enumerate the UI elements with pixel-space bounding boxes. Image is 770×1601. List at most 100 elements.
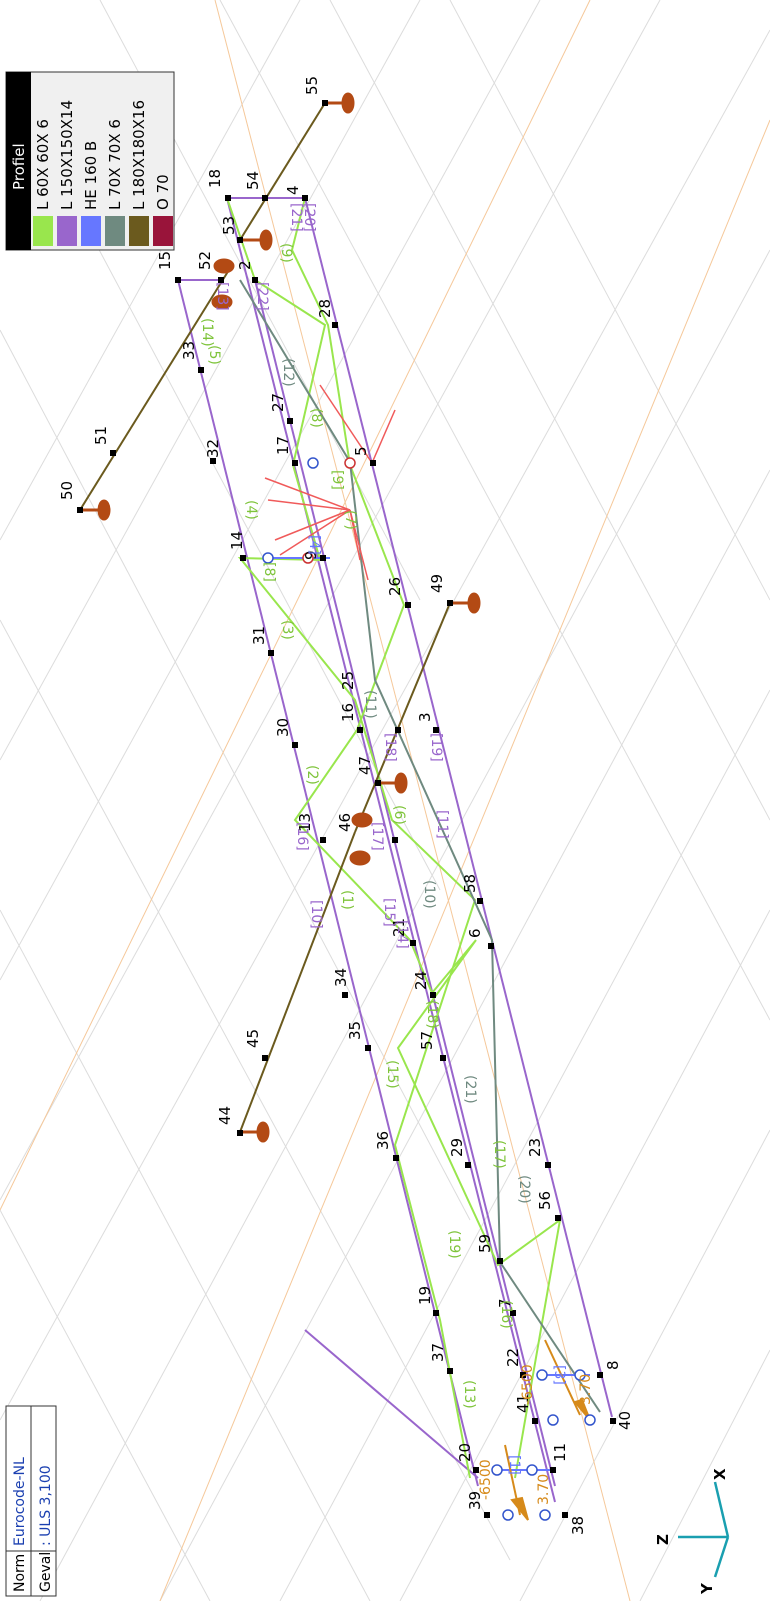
member-label: [22] [254,282,270,311]
node-label: 57 [418,1031,436,1050]
node-label: 52 [196,251,214,270]
node-label: 53 [220,216,238,235]
member-label: (21) [462,1075,478,1104]
node-label: 34 [332,968,350,987]
member-label: 3.70 [536,1474,552,1505]
node-label: 47 [356,756,374,775]
node-label: 27 [269,393,287,412]
member-label: [19] [428,733,444,762]
node-label: 28 [316,299,334,318]
legend-swatch [81,216,101,246]
node-label: 5 [352,446,370,456]
members-legs[interactable] [79,102,451,1133]
member-label: [17] [369,822,385,851]
profile-legend: Profiel L 60X 60X 6 L 150X150X14 HE 160 … [5,71,175,251]
member-label: (19) [446,1230,462,1259]
node-label: 24 [412,971,430,990]
member-label: (8) [308,408,324,428]
hinge-markers [262,457,596,1521]
node-label: 25 [339,671,357,690]
member-label: (4) [243,500,259,520]
members-chords[interactable] [177,197,613,1503]
node-label: 2 [236,260,254,270]
node-label: 6 [466,928,484,938]
member-label: [10] [308,900,324,929]
legend-title: Profiel [10,143,28,190]
norm-value: Eurocode-NL [12,1457,28,1546]
node-label: 58 [461,874,479,893]
node-label: 20 [456,1443,474,1462]
node-label: 19 [416,1286,434,1305]
legend-label: L 150X150X14 [58,100,76,210]
member-label: (6) [391,805,407,825]
node-label: 9 [302,550,320,560]
node-label: 17 [274,436,292,455]
axis-y-label: Y [698,1582,716,1595]
node-markers [77,100,616,1518]
node-label: 11 [551,1443,569,1462]
node-label: 51 [92,426,110,445]
legend-label: L 180X180X16 [130,100,148,210]
node-label: 45 [244,1029,262,1048]
member-label: 3.70 [578,1374,594,1405]
case-label: Geval [38,1552,54,1592]
member-label: (14) [199,318,215,347]
member-label: [11] [434,810,450,839]
member-label: (18) [424,1000,440,1029]
legend-swatch [153,216,173,246]
node-label: 3 [416,712,434,722]
node-label: 21 [390,918,408,937]
member-label: [14] [394,920,410,949]
member-label: (10) [421,880,437,909]
load-arrows [264,384,396,581]
node-label: 55 [303,76,321,95]
member-label: [8] [261,562,277,582]
member-label: (12) [280,358,296,387]
node-label: 44 [216,1106,234,1125]
node-label: 41 [514,1394,532,1413]
member-label: (7) [342,510,358,530]
node-label: 56 [536,1191,554,1210]
node-label: 33 [180,341,198,360]
members-grey[interactable] [239,279,601,1413]
node-label: 38 [569,1516,587,1535]
member-label: (5) [206,345,222,365]
node-label: 30 [274,718,292,737]
node-label: 35 [346,1021,364,1040]
legend-swatch [57,216,77,246]
member-label: [16] [294,822,310,851]
node-label: 15 [156,251,174,270]
node-label: 40 [616,1411,634,1430]
node-label: 59 [476,1234,494,1253]
member-label: [1] [506,1455,522,1475]
info-box: Norm Eurocode-NL Geval : ULS 3,100 [5,1405,57,1597]
node-label: 31 [250,626,268,645]
axis-z-label: Z [654,1534,672,1545]
member-label: [18] [382,733,398,762]
node-label: 36 [374,1131,392,1150]
legend-label: L 60X 60X 6 [34,119,52,210]
legend-swatch [129,216,149,246]
orange-loads [504,1339,591,1521]
legend-label: L 70X 70X 6 [106,119,124,210]
node-labels: 55 18 54 4 53 15 52 2 28 33 27 51 32 17 … [58,76,634,1535]
node-label: 13 [296,813,314,832]
members-diagonals[interactable] [226,197,562,1479]
node-label: 14 [228,531,246,550]
member-label: -6500 [478,1459,494,1500]
case-value: : ULS 3,100 [38,1465,54,1546]
node-label: 46 [336,813,354,832]
node-label: 32 [204,439,222,458]
node-label: 54 [244,171,262,190]
member-label: (16) [498,1300,514,1329]
member-label: (9) [278,243,294,263]
node-label: 23 [526,1138,544,1157]
member-label: (15) [384,1060,400,1089]
node-label: 8 [604,1360,622,1370]
coordinate-axes-icon: X Z Y [654,1468,730,1595]
member-label: [3] [551,1365,567,1385]
member-label: [20] [301,203,317,232]
member-label: [15] [381,898,397,927]
member-label: [13] [214,282,230,311]
